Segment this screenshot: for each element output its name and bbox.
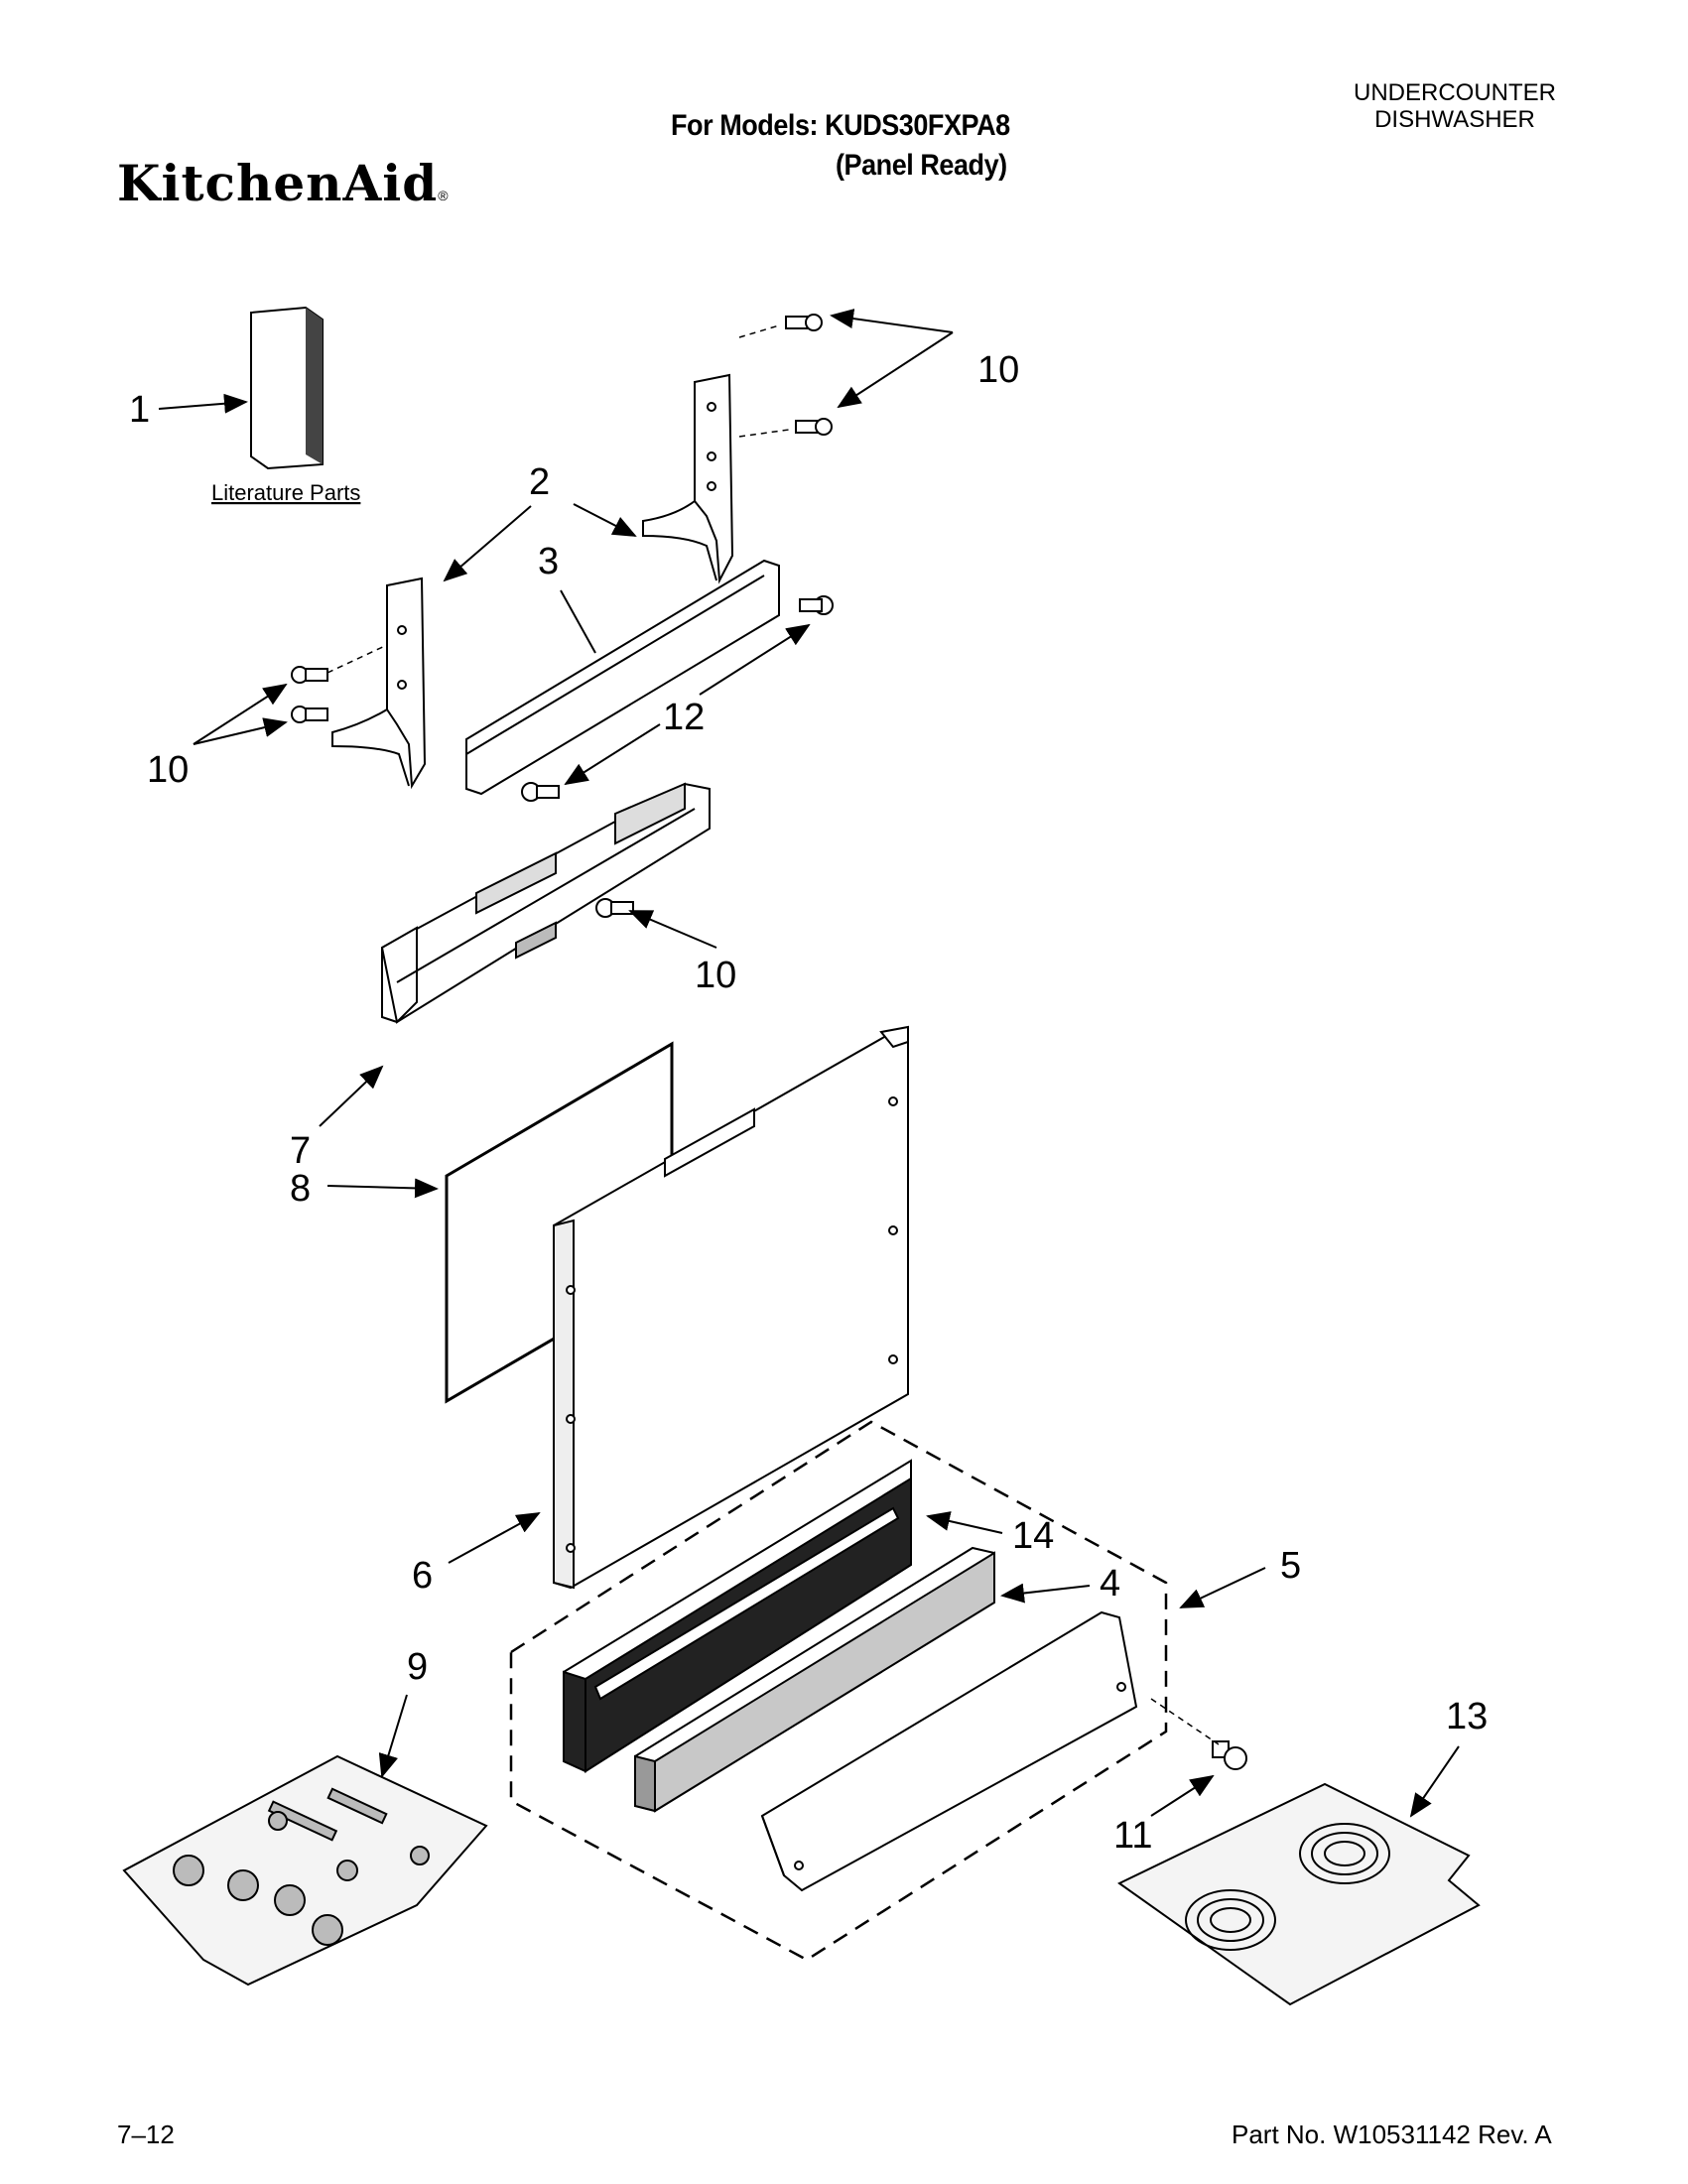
page-number: 7–12 <box>117 2120 175 2149</box>
callout-8: 8 <box>290 1168 311 1210</box>
toe-panel-kit-outline <box>509 1420 1168 1962</box>
callout-7: 7 <box>290 1130 311 1172</box>
callout-5: 5 <box>1280 1545 1301 1587</box>
callout-10-top: 10 <box>977 349 1019 391</box>
brand-name: KitchenAid <box>117 154 439 212</box>
model-variant: (Panel Ready) <box>836 149 1007 182</box>
callout-10-mid: 10 <box>695 955 736 996</box>
callout-13: 13 <box>1446 1696 1488 1737</box>
mounting-pads-bag <box>1117 1782 1481 2006</box>
category-line-2: DISHWASHER <box>1374 106 1535 133</box>
callout-9: 9 <box>407 1646 428 1688</box>
panel-rail <box>465 559 780 796</box>
callout-10-left: 10 <box>147 749 189 791</box>
foam-insulation-block <box>634 1546 995 1813</box>
callout-14: 14 <box>1012 1515 1054 1557</box>
literature-booklet <box>250 306 324 470</box>
right-mounting-bracket <box>642 373 734 584</box>
models-title: For Models: KUDS30FXPA8 <box>671 109 1010 142</box>
control-assembly <box>380 782 711 1025</box>
front-trim-panel <box>563 1459 912 1773</box>
category-line-1: UNDERCOUNTER <box>1354 79 1556 106</box>
callout-12: 12 <box>663 697 705 738</box>
part-number: Part No. W10531142 Rev. A <box>1232 2120 1552 2149</box>
callout-11: 11 <box>1113 1815 1152 1857</box>
literature-parts-label: Literature Parts <box>211 480 360 505</box>
registered-mark: ® <box>438 188 450 203</box>
screws <box>291 314 834 918</box>
callout-4: 4 <box>1100 1563 1120 1605</box>
toe-plate <box>760 1610 1138 1892</box>
left-mounting-bracket <box>331 577 427 790</box>
callout-2: 2 <box>529 461 550 503</box>
kitchenaid-logo: KitchenAid® <box>117 154 450 212</box>
toe-plate-screw <box>1212 1740 1247 1770</box>
product-category: UNDERCOUNTER DISHWASHER <box>1346 79 1564 133</box>
leader-1 <box>158 393 248 414</box>
inner-door-panel <box>553 1025 909 1590</box>
callout-6: 6 <box>412 1555 433 1597</box>
callout-3: 3 <box>538 541 559 582</box>
hardware-bag <box>122 1754 488 1987</box>
callout-1: 1 <box>129 389 150 431</box>
